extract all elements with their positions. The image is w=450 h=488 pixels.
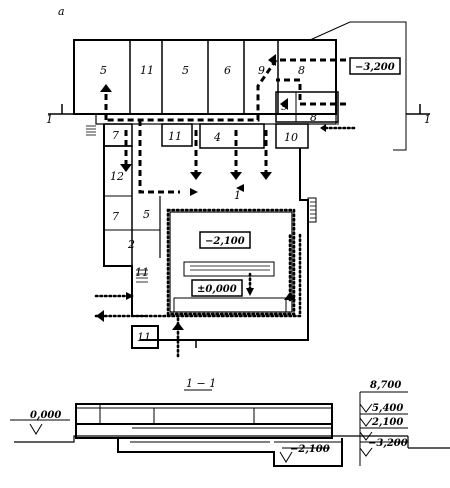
room-1: 1	[234, 189, 241, 202]
room-9-top: 9	[258, 64, 265, 77]
room-10: 10	[284, 131, 298, 144]
room-8-top: 8	[298, 64, 305, 77]
level-tag-center: −2,100	[205, 236, 245, 247]
section-level-ground: 0,000	[30, 410, 61, 421]
figure-letter: а	[58, 5, 65, 18]
room-12: 12	[110, 170, 124, 183]
room-5-left: 5	[100, 64, 107, 77]
section-title: 1 − 1	[186, 377, 216, 390]
section-level-l1: 8,700	[370, 380, 401, 391]
level-tag-lower-center: ±0,000	[197, 284, 237, 295]
section-level-markers	[10, 391, 408, 466]
level-tag-top-right: −3,200	[355, 62, 395, 73]
room-6: 6	[224, 64, 231, 77]
room-7-lower: 7	[112, 210, 119, 223]
room-5-top: 5	[182, 64, 189, 77]
room-numbers: 5 11 5 6 9 8 9 8 7 11 4 10 12 7 5 1 2 11…	[100, 64, 317, 344]
plan-level-tags: −3,200 −2,100 ±0,000	[191, 57, 401, 297]
room-11-bottom: 11	[137, 331, 151, 344]
flow-dashed-paths	[104, 58, 346, 194]
section-cut-left-number: 1	[46, 113, 53, 126]
room-8-right: 8	[310, 111, 317, 124]
room-7-upper: 7	[112, 129, 119, 142]
room-11-mid: 11	[168, 130, 182, 143]
room-5-lower: 5	[143, 208, 150, 221]
flow-arrowheads	[96, 54, 326, 330]
flow-dotted-paths	[94, 126, 356, 358]
section-level-l3: 2,100	[371, 417, 403, 428]
section-level-l4: −3,200	[368, 438, 408, 449]
section-cut-right-number: 1	[424, 113, 431, 126]
room-11-top: 11	[140, 64, 154, 77]
room-4: 4	[213, 131, 221, 144]
room-9-right: 9	[281, 100, 288, 113]
room-11-stair: 11	[135, 266, 149, 279]
building-section	[14, 403, 450, 467]
room-2: 2	[127, 238, 135, 251]
section-level-basement: −2,100	[290, 444, 330, 455]
section-level-l2: 5,400	[372, 403, 403, 414]
